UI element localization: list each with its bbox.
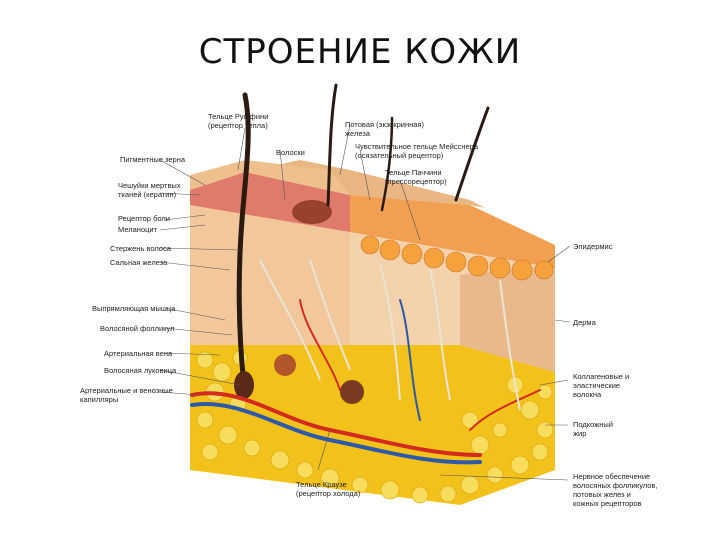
hair-shafts — [236, 83, 490, 388]
label-nerves: Нервное обеспечение волосяных фолликулов… — [573, 472, 658, 508]
label-fat: Подкожный жир — [573, 420, 613, 438]
label-hair-shaft: Стержень волоса — [110, 244, 171, 253]
label-krause: Тельце Краузе (рецептор холода) — [296, 480, 361, 498]
label-hair-bulb: Волосяная луковица — [104, 366, 177, 375]
label-capillaries: Артериальные и венозные капилляры — [80, 386, 173, 404]
subcutaneous-fat-layer — [190, 345, 555, 505]
pore-icon — [292, 200, 332, 224]
epidermis-layer — [190, 160, 555, 281]
label-dermis: Дерма — [573, 318, 596, 327]
label-pacini: Тельце Паччини (прессорецептор) — [385, 168, 447, 186]
label-artery: Артериальная вена — [104, 349, 173, 358]
sweat-gland-icon — [274, 354, 296, 376]
label-hair: Волоски — [276, 148, 305, 157]
nerve-fibers — [259, 259, 521, 411]
leader-lines — [159, 124, 571, 481]
label-pigment: Пигментные зерна — [120, 155, 186, 164]
label-sebaceous-gland: Сальная железа — [110, 258, 168, 267]
label-muscle: Выпрямляющая мышца — [92, 304, 176, 313]
label-melanocyte: Меланоцит — [118, 225, 158, 234]
hair-bulb-icon — [234, 371, 254, 399]
label-collagen: Коллагеновые и эластические волокна — [573, 372, 630, 399]
label-ruffini: Тельце Руффини (рецептор тепла) — [208, 112, 269, 130]
label-pain-receptor: Рецептор боли — [118, 214, 170, 223]
label-dead-cells: Чешуйки мертвых тканей (кератин) — [118, 181, 181, 199]
label-follicle: Волосяной фолликул — [100, 324, 175, 333]
page-title: СТРОЕНИЕ КОЖИ — [198, 32, 522, 72]
receptor-icon — [340, 380, 364, 404]
label-sweat-gland: Потовая (экзокринная) железа — [345, 120, 425, 138]
label-meissner: Чувствительное тельце Мейсснера (осязате… — [355, 142, 479, 160]
label-epidermis: Эпидермис — [573, 242, 613, 251]
